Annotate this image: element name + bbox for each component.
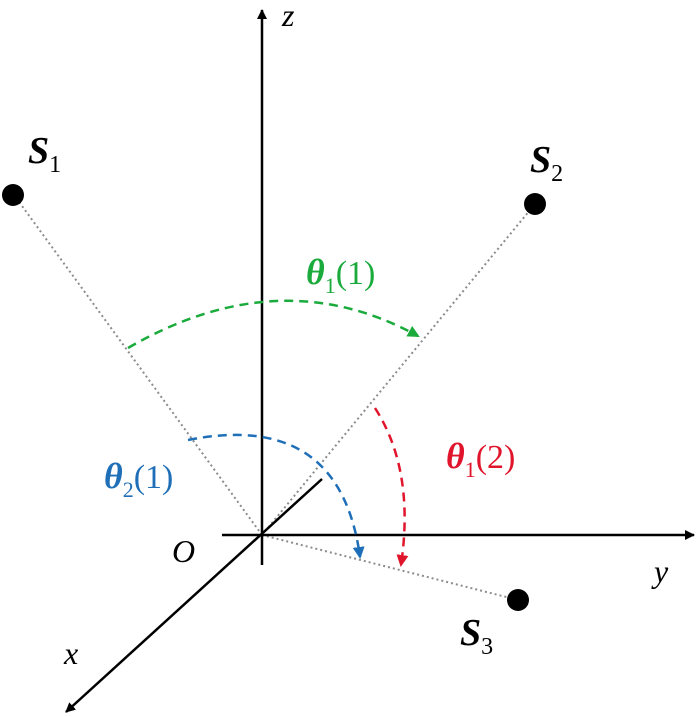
- ray-s1: [13, 194, 263, 536]
- label-theta1-2: θ1(2): [446, 436, 515, 482]
- angle-arc-theta1-2: [373, 407, 409, 567]
- y-axis-label: y: [651, 553, 669, 589]
- point-s1: [2, 184, 24, 206]
- angle-arc-theta2-1: [187, 433, 365, 559]
- angle-arc-theta1-1: [127, 299, 420, 350]
- origin-label: O: [172, 533, 195, 569]
- x-axis: [65, 478, 323, 713]
- label-theta2-1: θ2(1): [104, 456, 173, 502]
- label-s3: S3: [460, 612, 493, 660]
- point-s3: [507, 589, 529, 611]
- ray-s3: [261, 534, 519, 601]
- z-axis-label: z: [281, 0, 295, 33]
- x-axis-label: x: [63, 635, 78, 671]
- ray-s2: [261, 203, 536, 536]
- label-s1: S1: [28, 130, 61, 178]
- point-s2: [524, 193, 546, 215]
- label-s2: S2: [530, 139, 563, 187]
- label-theta1-1: θ1(1): [306, 252, 375, 298]
